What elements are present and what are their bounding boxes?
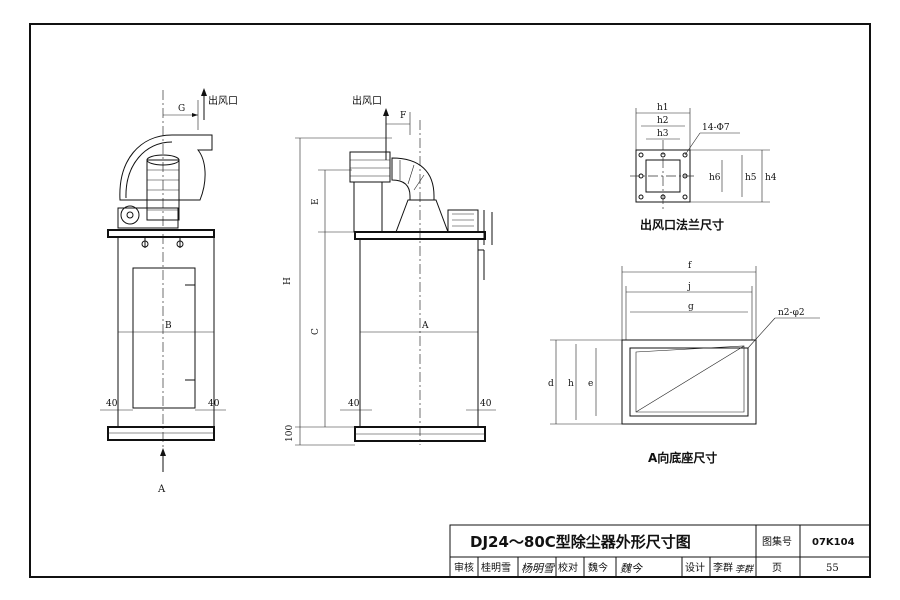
flange-detail: h1 h2 h3 14-Φ7 h4 h5 h6 出风口法兰尺寸 xyxy=(630,103,777,232)
dim-100: 100 xyxy=(285,425,295,442)
base-caption: A向底座尺寸 xyxy=(648,450,717,465)
base-dim-e: e xyxy=(588,379,593,389)
review-label: 审核 xyxy=(454,561,474,574)
dim-c: C xyxy=(311,328,321,335)
dim-e: E xyxy=(311,198,321,205)
page-number: 55 xyxy=(826,563,839,574)
drawing-title: DJ24～80C型除尘器外形尺寸图 xyxy=(470,533,691,551)
base-dim-f: f xyxy=(688,261,692,271)
dim-a: A xyxy=(421,321,429,331)
dim-h4: h4 xyxy=(765,173,777,183)
base-detail: f j g n2-φ2 d h e A向底座尺寸 xyxy=(548,261,820,465)
atlas-number: 07K104 xyxy=(812,537,855,548)
check-label: 校对 xyxy=(558,561,578,574)
front-view: 出风口 F A xyxy=(283,94,496,446)
dim-h1: h1 xyxy=(657,103,669,113)
flange-caption: 出风口法兰尺寸 xyxy=(640,217,724,232)
page-label: 页 xyxy=(772,562,782,574)
dim-h2: h2 xyxy=(657,116,669,126)
dim-40-left: 40 xyxy=(106,399,118,409)
dim-f: F xyxy=(400,111,406,121)
base-dim-j: j xyxy=(687,282,691,292)
dim-g: G xyxy=(178,104,185,114)
flange-hole-note: 14-Φ7 xyxy=(702,123,730,133)
side-view: G 出风口 B 40 40 A xyxy=(100,88,238,495)
title-block: DJ24～80C型除尘器外形尺寸图 图集号 07K104 页 55 审核 桂明雪… xyxy=(449,524,871,578)
dim-b: B xyxy=(165,321,172,331)
dim-h6: h6 xyxy=(709,173,721,183)
dim-h: H xyxy=(283,277,293,285)
reviewer-name: 桂明雪 xyxy=(481,561,511,574)
front-dim-40-left: 40 xyxy=(348,399,360,409)
dim-40-right: 40 xyxy=(208,399,220,409)
designer-name: 李群 xyxy=(713,561,733,574)
arrow-a-label: A xyxy=(157,484,166,495)
front-outlet-label: 出风口 xyxy=(352,94,382,107)
base-dim-d: d xyxy=(548,379,554,389)
dim-h5: h5 xyxy=(745,173,757,183)
dim-h3: h3 xyxy=(657,129,669,139)
base-hole-note: n2-φ2 xyxy=(778,308,805,318)
reviewer-signature: 杨明雪 xyxy=(521,562,556,575)
atlas-label: 图集号 xyxy=(762,535,792,548)
design-label: 设计 xyxy=(685,561,705,574)
checker-signature: 魏今 xyxy=(620,562,643,575)
checker-name: 魏今 xyxy=(588,561,608,574)
side-outlet-label: 出风口 xyxy=(208,94,238,107)
base-dim-h: h xyxy=(568,379,574,389)
designer-signature: 李群 xyxy=(735,564,755,575)
front-dim-40-right: 40 xyxy=(480,399,492,409)
sheet-border xyxy=(29,23,871,578)
base-dim-g: g xyxy=(688,302,694,312)
